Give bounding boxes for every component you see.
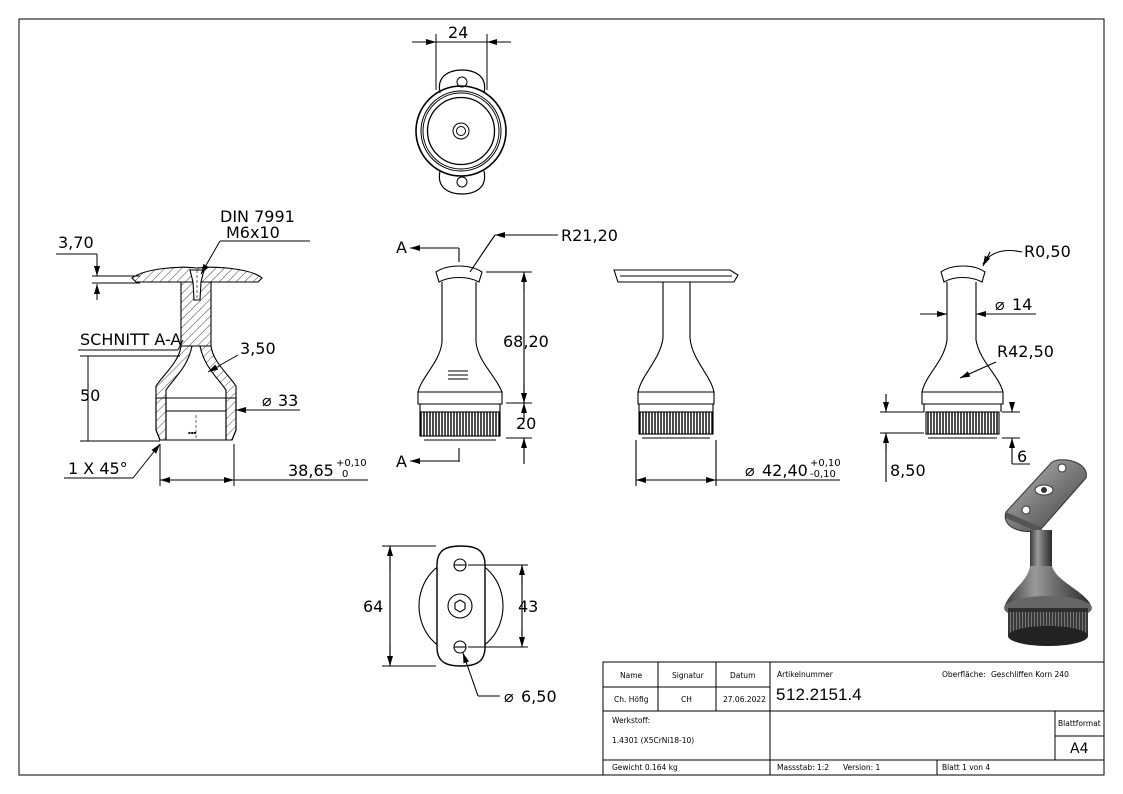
section-dimensions [56, 240, 368, 486]
side-diameter-dim: ⌀ 42,40 [745, 461, 808, 480]
radius-dim: R21,20 [561, 226, 618, 245]
tb-version: Version: 1 [843, 763, 880, 772]
cut-marker-bottom: A [396, 452, 407, 471]
cut-marker-top: A [396, 238, 407, 257]
ring-offset-dim: 8,50 [890, 461, 926, 480]
drawing-frame [18, 18, 1105, 776]
title-block [602, 661, 1105, 776]
svg-text:42,40: 42,40 [762, 461, 808, 480]
width-tol-lower: 0 [342, 469, 348, 480]
tb-format-value: A4 [1070, 741, 1089, 757]
tb-scale: Massstab: 1:2 [777, 763, 829, 772]
section-view: ▪▪▪ [131, 266, 263, 441]
chamfer-dim: 1 X 45° [68, 459, 128, 478]
tb-col-date: Datum [730, 671, 755, 680]
bottom-view [382, 545, 528, 697]
wall-dim: 3,50 [240, 339, 276, 358]
right-view [880, 249, 1036, 482]
tb-article-number: 12.2151.4 [786, 685, 862, 704]
svg-text:⌀: ⌀ [504, 687, 514, 706]
svg-text:⌀: ⌀ [262, 391, 272, 410]
tb-weight: Gewicht 0.164 kg [612, 763, 678, 772]
tb-surface-label: Oberfläche: [942, 670, 986, 679]
tb-col-name: Name [620, 671, 643, 680]
tb-signature: CH [681, 695, 692, 704]
svg-text:▪▪▪: ▪▪▪ [188, 430, 196, 435]
stem-diameter-dim: ⌀ 14 [995, 295, 1032, 314]
tb-material-value: 1.4301 (X5CrNi18-10) [612, 736, 694, 745]
svg-text:⌀: ⌀ [995, 295, 1005, 314]
tb-col-signature: Signatur [672, 671, 705, 680]
front-height-dim: 68,20 [503, 332, 549, 351]
tb-material-label: Werkstoff: [612, 716, 650, 725]
side-tol-upper: +0,10 [810, 458, 841, 469]
side-view [613, 269, 840, 486]
svg-text:33: 33 [278, 391, 298, 410]
top-width-dim: 24 [448, 23, 468, 42]
tb-article-prefix: 5 [776, 685, 785, 704]
plate-thickness-dim: 3,70 [58, 233, 94, 252]
section-title: SCHNITT A-A [80, 330, 181, 349]
height-dim: 50 [80, 386, 100, 405]
ring-height-dim: 20 [516, 414, 536, 433]
svg-text:14: 14 [1012, 295, 1032, 314]
isometric-render [1004, 459, 1092, 646]
bottom-height-dim: 64 [363, 597, 383, 616]
svg-text:⌀: ⌀ [745, 461, 755, 480]
front-view [410, 232, 558, 464]
side-tol-lower: -0,10 [810, 469, 836, 480]
tb-sheet: Blatt 1 von 4 [942, 763, 990, 772]
top-view [412, 34, 511, 195]
groove-dim: 6 [1017, 447, 1027, 466]
tb-name: Ch. Höfig [614, 695, 649, 704]
edge-radius-dim: R0,50 [1024, 242, 1071, 261]
hole-diameter-dim: ⌀ 6,50 [504, 687, 557, 706]
section-diameter-dim: ⌀ 33 [262, 391, 298, 410]
svg-text:6,50: 6,50 [521, 687, 557, 706]
din-label: DIN 7991 [220, 207, 295, 226]
tb-article-label: Artikelnummer [777, 670, 834, 679]
curve-radius-dim: R42,50 [997, 342, 1054, 361]
width-tol-upper: +0,10 [336, 458, 367, 469]
screw-label: M6x10 [226, 223, 280, 242]
hole-spacing-dim: 43 [518, 597, 538, 616]
tb-surface-value: Geschliffen Korn 240 [991, 670, 1069, 679]
width-dim: 38,65 [288, 461, 334, 480]
tb-date: 27.06.2022 [723, 695, 766, 704]
tb-format-label: Blattformat [1058, 719, 1101, 728]
